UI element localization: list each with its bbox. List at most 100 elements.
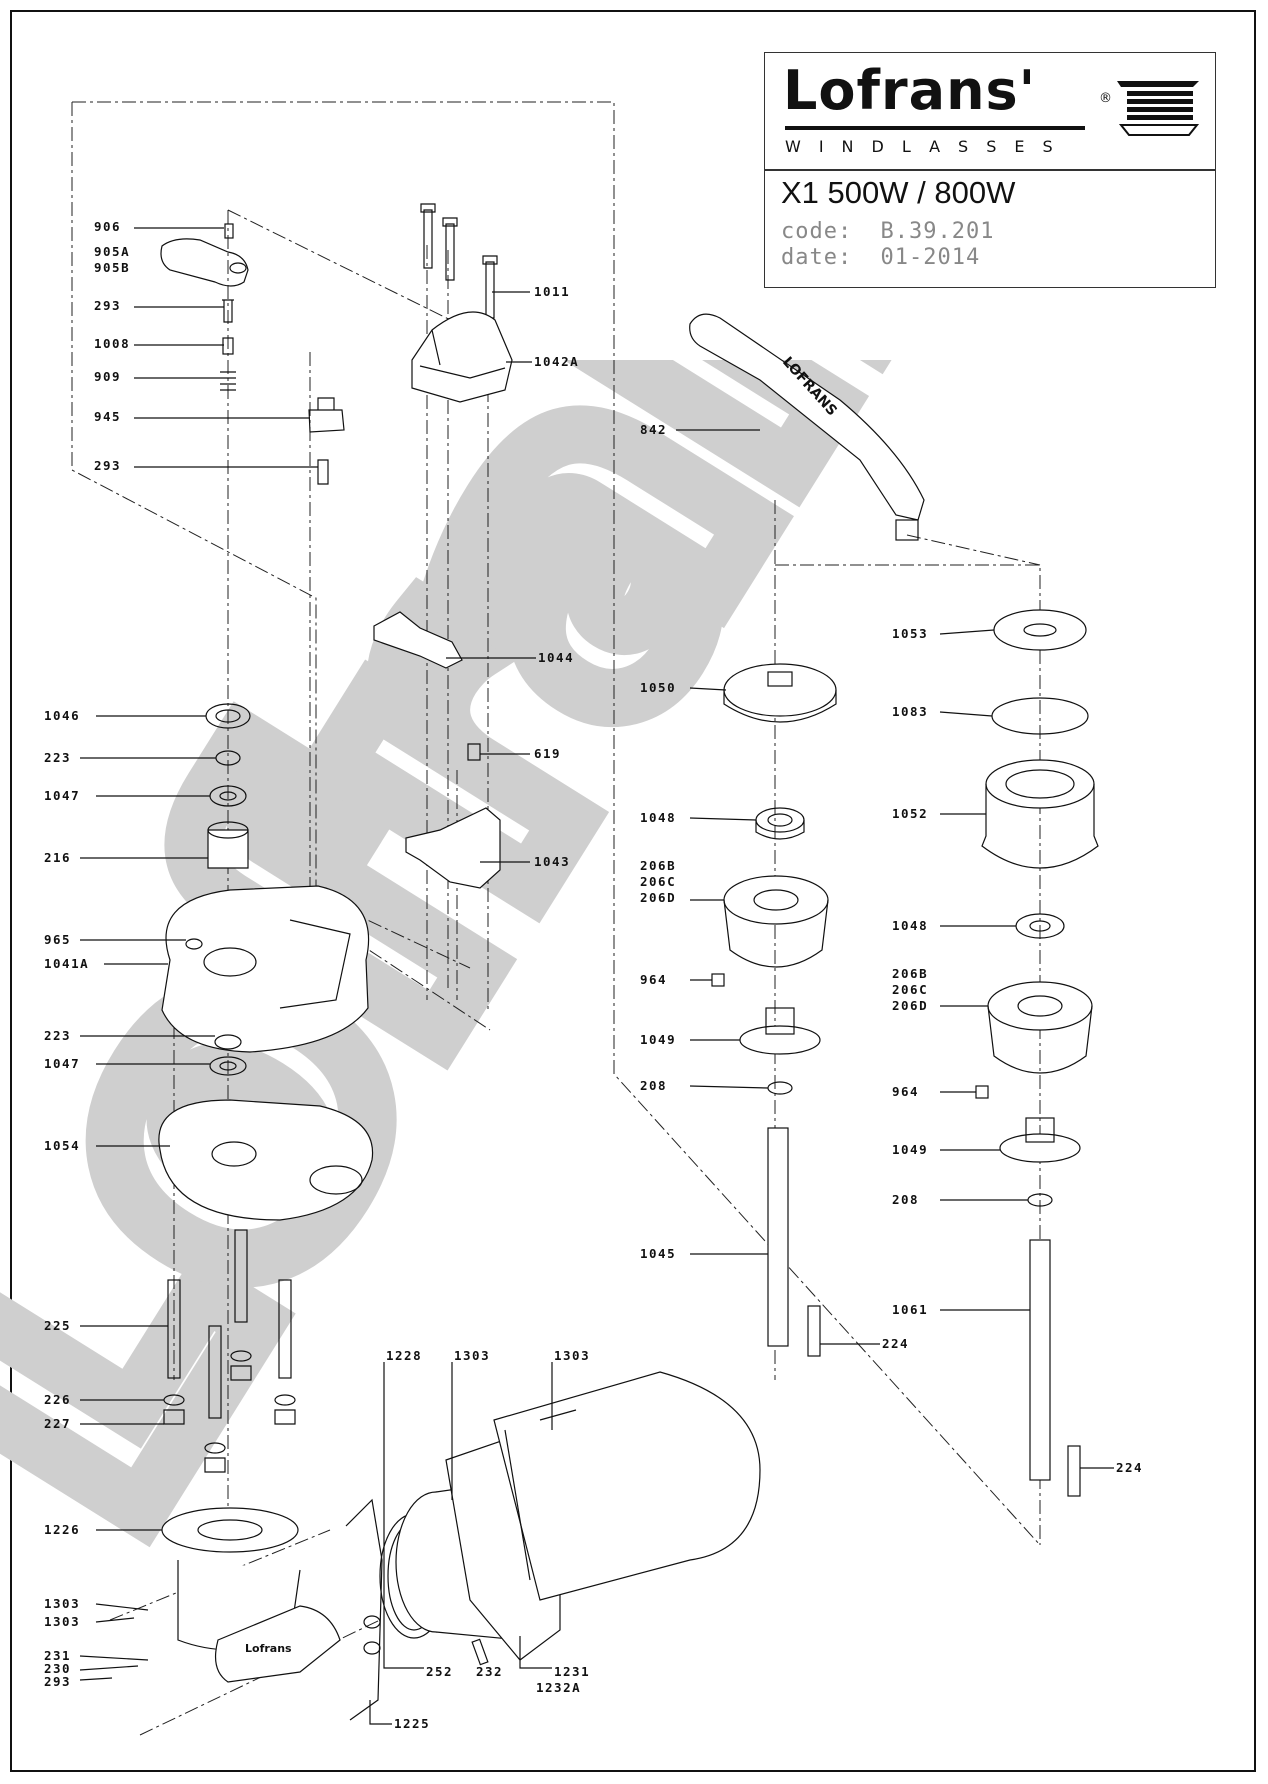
title-divider — [765, 169, 1215, 171]
label-1228: 1228 — [386, 1348, 422, 1363]
gearbox-brand-text: Lofrans — [245, 1642, 292, 1655]
part-1045-shaft — [767, 1127, 789, 1347]
label-905b: 905B — [94, 260, 130, 275]
label-293-b: 293 — [94, 458, 121, 473]
label-206b-a: 206B — [640, 858, 676, 873]
label-1044: 1044 — [538, 650, 574, 665]
label-293-c: 293 — [44, 1674, 71, 1689]
label-1048-a: 1048 — [640, 810, 676, 825]
stud-225-a — [167, 1279, 181, 1379]
label-619: 619 — [534, 746, 561, 761]
label-1050: 1050 — [640, 680, 676, 695]
part-1049-cone-a — [739, 1025, 821, 1055]
date-label: date: — [781, 245, 853, 270]
label-224-a: 224 — [882, 1336, 909, 1351]
label-227: 227 — [44, 1416, 71, 1431]
code-label: code: — [781, 219, 853, 244]
label-1226: 1226 — [44, 1522, 80, 1537]
part-1061-shaft — [1029, 1239, 1051, 1481]
date-value: 01-2014 — [880, 245, 981, 270]
brand-logo-text: Lofrans' — [783, 59, 1037, 122]
label-1043: 1043 — [534, 854, 570, 869]
label-842: 842 — [640, 422, 667, 437]
label-1046: 1046 — [44, 708, 80, 723]
label-216: 216 — [44, 850, 71, 865]
sheet-border — [10, 10, 1256, 1772]
label-1053: 1053 — [892, 626, 928, 641]
label-206c-b: 206C — [892, 982, 928, 997]
part-1044 — [373, 611, 463, 669]
label-965: 965 — [44, 932, 71, 947]
label-1303-b: 1303 — [554, 1348, 590, 1363]
model-name: X1 500W / 800W — [781, 175, 1016, 210]
code-value: B.39.201 — [880, 219, 995, 244]
part-906 — [224, 223, 234, 239]
label-223-a: 223 — [44, 750, 71, 765]
label-906: 906 — [94, 219, 121, 234]
label-206d-b: 206D — [892, 998, 928, 1013]
label-232: 232 — [476, 1664, 503, 1679]
part-905-lever — [160, 238, 249, 287]
label-1049-a: 1049 — [640, 1032, 676, 1047]
part-842-handle — [689, 313, 925, 521]
label-225: 225 — [44, 1318, 71, 1333]
label-1052: 1052 — [892, 806, 928, 821]
label-1303-d: 1303 — [44, 1614, 80, 1629]
label-964-a: 964 — [640, 972, 667, 987]
part-206-gypsy-a — [723, 875, 829, 925]
part-labels: 906 905A 905B 293 1008 909 945 293 1011 … — [44, 219, 1143, 1731]
label-1011: 1011 — [534, 284, 570, 299]
label-206d-a: 206D — [640, 890, 676, 905]
label-1303-c: 1303 — [44, 1596, 80, 1611]
part-motor-gearbox — [215, 1605, 341, 1683]
label-1054: 1054 — [44, 1138, 80, 1153]
anchor-logo-icon — [1117, 81, 1200, 136]
label-964-b: 964 — [892, 1084, 919, 1099]
label-230: 230 — [44, 1661, 71, 1676]
label-293-a: 293 — [94, 298, 121, 313]
label-1232a: 1232A — [536, 1680, 581, 1695]
label-231: 231 — [44, 1648, 71, 1663]
label-905a: 905A — [94, 244, 130, 259]
label-1008: 1008 — [94, 336, 130, 351]
label-1047-b: 1047 — [44, 1056, 80, 1071]
label-206c-a: 206C — [640, 874, 676, 889]
label-208-b: 208 — [892, 1192, 919, 1207]
part-1042a-cover — [411, 311, 513, 403]
label-208-a: 208 — [640, 1078, 667, 1093]
label-1042a: 1042A — [534, 354, 579, 369]
label-909: 909 — [94, 369, 121, 384]
part-945 — [308, 397, 345, 433]
part-206-gypsy-b — [987, 981, 1093, 1031]
part-1054-gasket — [158, 1099, 374, 1221]
label-252: 252 — [426, 1664, 453, 1679]
part-1052-drum — [985, 759, 1095, 809]
part-1043 — [405, 807, 501, 889]
label-1047-a: 1047 — [44, 788, 80, 803]
part-1053-cap — [993, 609, 1087, 651]
label-1041a: 1041A — [44, 956, 89, 971]
date-line: date: 01-2014 — [781, 245, 980, 270]
label-1045: 1045 — [640, 1246, 676, 1261]
part-1049-cone-b — [999, 1133, 1081, 1163]
label-226: 226 — [44, 1392, 71, 1407]
label-1225: 1225 — [394, 1716, 430, 1731]
part-216 — [207, 829, 249, 869]
label-945: 945 — [94, 409, 121, 424]
leader-lines — [79, 227, 1114, 1725]
brand-subtitle: WINDLASSES — [785, 137, 1071, 156]
label-1049-b: 1049 — [892, 1142, 928, 1157]
part-1041a-base — [161, 885, 370, 1053]
label-1303-a: 1303 — [454, 1348, 490, 1363]
title-block: Lofrans' ® WINDLASSES X1 500W / 800W cod… — [764, 52, 1216, 288]
label-224-b: 224 — [1116, 1460, 1143, 1475]
code-line: code: B.39.201 — [781, 219, 994, 244]
label-1048-b: 1048 — [892, 918, 928, 933]
label-1231: 1231 — [554, 1664, 590, 1679]
registered-mark: ® — [1099, 91, 1112, 106]
part-1303-motor — [493, 1371, 761, 1601]
label-223-b: 223 — [44, 1028, 71, 1043]
part-1226-flange — [161, 1507, 299, 1553]
